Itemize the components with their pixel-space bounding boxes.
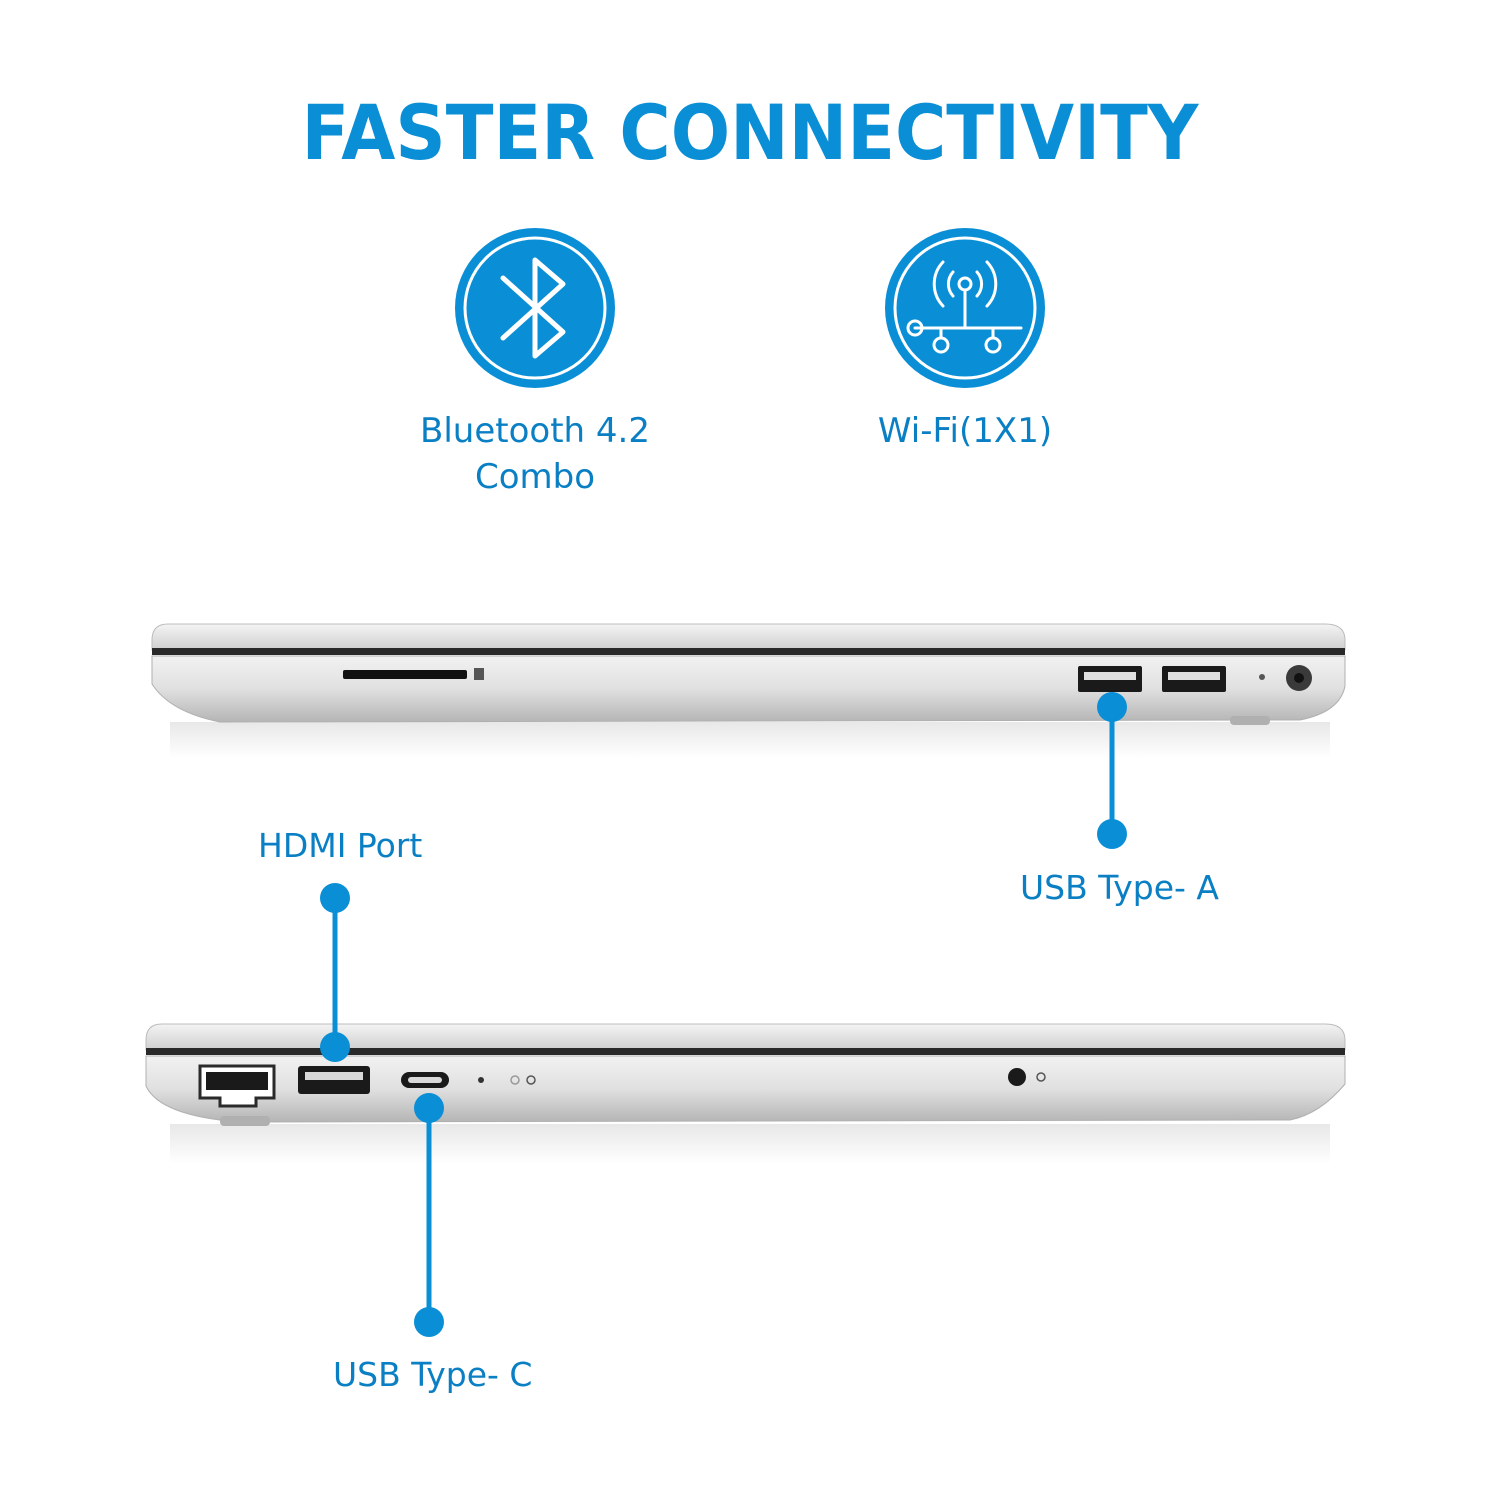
hdmi-top-dot <box>320 883 350 913</box>
usb-type-c-label: USB Type- C <box>333 1355 533 1394</box>
laptop-left-side <box>145 1023 1346 1164</box>
bluetooth-icon <box>455 228 615 388</box>
wifi-antenna-icon <box>885 228 1045 388</box>
usb-c-bottom-dot <box>414 1307 444 1337</box>
hdmi-port-label: HDMI Port <box>258 826 423 865</box>
usb-a-bottom-dot <box>1097 819 1127 849</box>
page-title: FASTER CONNECTIVITY <box>301 88 1199 177</box>
laptop-right-side <box>151 623 1346 758</box>
audio-jack <box>1008 1068 1026 1086</box>
wifi-label: Wi-Fi(1X1) <box>877 411 1053 451</box>
usb-type-a-label: USB Type- A <box>1020 868 1219 907</box>
bluetooth-label: Bluetooth 4.2 Combo <box>420 411 650 497</box>
sd-card-slot <box>343 670 467 679</box>
